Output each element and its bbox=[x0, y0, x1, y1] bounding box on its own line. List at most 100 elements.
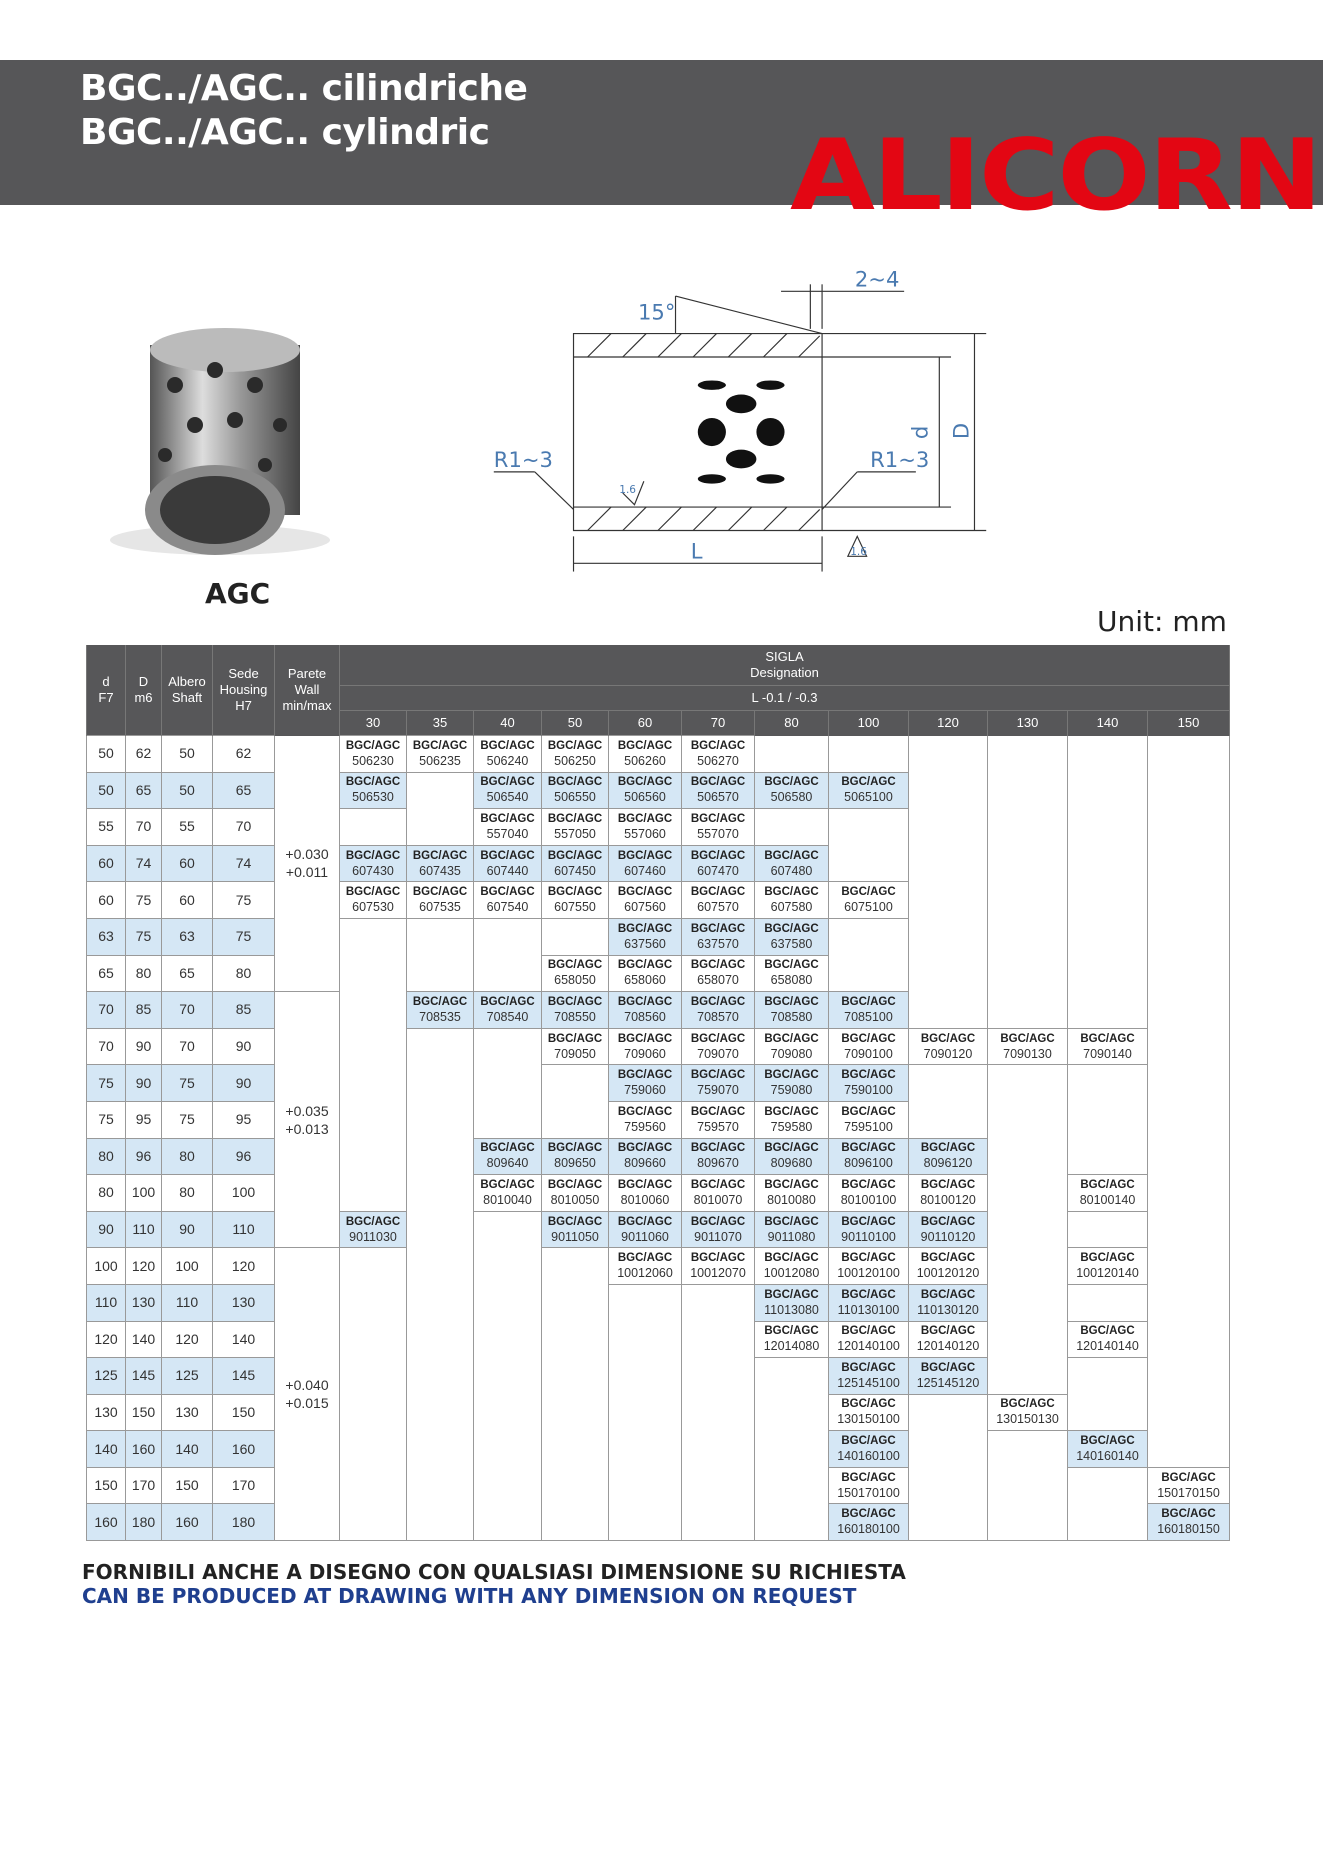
designation-prefix: BGC/AGC bbox=[690, 1142, 746, 1155]
designation-code: 557060 bbox=[624, 826, 666, 841]
unit-label: Unit: mm bbox=[1097, 605, 1227, 638]
cell-d: 70 bbox=[86, 1027, 126, 1066]
designation-prefix: BGC/AGC bbox=[617, 1215, 673, 1228]
cell-d: 120 bbox=[86, 1320, 126, 1359]
cell-d: 160 bbox=[86, 1503, 126, 1542]
cell-d: 70 bbox=[86, 991, 126, 1029]
designation-code: 130150100 bbox=[837, 1412, 900, 1427]
empty-cell bbox=[1147, 1357, 1230, 1395]
empty-cell bbox=[406, 1430, 474, 1468]
cell-D: 62 bbox=[125, 735, 162, 773]
empty-cell bbox=[987, 918, 1068, 956]
designation-prefix: BGC/AGC bbox=[412, 995, 468, 1008]
designation-code: 607450 bbox=[554, 863, 596, 878]
empty-cell bbox=[987, 1503, 1068, 1542]
cell-housing: 75 bbox=[212, 917, 275, 956]
empty-cell bbox=[1067, 881, 1148, 919]
designation-prefix: BGC/AGC bbox=[841, 1361, 896, 1374]
designation-prefix: BGC/AGC bbox=[1161, 1508, 1216, 1521]
empty-cell bbox=[473, 1503, 542, 1542]
designation-code: 506570 bbox=[697, 790, 739, 805]
header-housing-line: Housing bbox=[219, 682, 268, 697]
designation-code: 80100120 bbox=[920, 1192, 976, 1207]
cell-d: 60 bbox=[86, 881, 126, 919]
designation-prefix: BGC/AGC bbox=[617, 1032, 673, 1045]
chamfer-label: 2~4 bbox=[855, 267, 900, 292]
designation-code: 759570 bbox=[697, 1119, 739, 1134]
empty-cell bbox=[987, 1284, 1068, 1321]
header-wall-line: Wall bbox=[294, 682, 320, 698]
empty-cell bbox=[608, 1284, 682, 1321]
designation-prefix: BGC/AGC bbox=[841, 886, 896, 899]
designation-prefix: BGC/AGC bbox=[841, 1252, 896, 1265]
empty-cell bbox=[473, 1467, 542, 1504]
header-designation-line: SIGLA bbox=[765, 649, 804, 664]
designation-code: 8096100 bbox=[844, 1156, 893, 1171]
designation-code: 506270 bbox=[697, 753, 739, 768]
empty-cell bbox=[987, 991, 1068, 1029]
empty-cell bbox=[1067, 808, 1148, 846]
cell-housing: 170 bbox=[212, 1466, 275, 1505]
empty-cell bbox=[608, 1467, 682, 1504]
empty-cell bbox=[406, 955, 474, 992]
designation-prefix: BGC/AGC bbox=[690, 739, 746, 752]
cell-shaft: 63 bbox=[161, 917, 213, 956]
designation-prefix: BGC/AGC bbox=[920, 1215, 976, 1228]
cell-d: 100 bbox=[86, 1247, 126, 1285]
designation-code: 658080 bbox=[770, 973, 813, 988]
cell-housing: 95 bbox=[212, 1100, 275, 1139]
designation-code: 125145120 bbox=[916, 1375, 980, 1390]
footer-italian: FORNIBILI ANCHE A DISEGNO CON QUALSIASI … bbox=[82, 1560, 906, 1584]
cell-D: 74 bbox=[125, 844, 162, 883]
designation-code: 809680 bbox=[770, 1156, 813, 1171]
designation-code: 506235 bbox=[419, 753, 461, 768]
cell-D: 65 bbox=[125, 771, 162, 810]
designation-code: 708580 bbox=[770, 1009, 813, 1024]
cell-shaft: 150 bbox=[161, 1466, 213, 1505]
designation-prefix: BGC/AGC bbox=[480, 995, 535, 1008]
empty-cell bbox=[1147, 881, 1230, 919]
designation-prefix: BGC/AGC bbox=[764, 1178, 819, 1191]
cell-housing: 120 bbox=[212, 1247, 275, 1285]
designation-code: 658060 bbox=[624, 973, 666, 988]
designation-code: 9011030 bbox=[349, 1229, 397, 1244]
designation-prefix: BGC/AGC bbox=[547, 1178, 603, 1191]
designation-prefix: BGC/AGC bbox=[690, 1069, 746, 1082]
designation-prefix: BGC/AGC bbox=[764, 1252, 819, 1265]
designation-code: 637560 bbox=[624, 936, 666, 951]
designation-code: 607470 bbox=[697, 863, 739, 878]
cell-D: 110 bbox=[125, 1210, 162, 1249]
cell-d: 110 bbox=[86, 1283, 126, 1322]
cell-housing: 85 bbox=[212, 991, 275, 1029]
designation-code: 557050 bbox=[554, 826, 596, 841]
designation-prefix: BGC/AGC bbox=[617, 1105, 673, 1118]
empty-cell bbox=[541, 1467, 609, 1504]
cell-housing: 74 bbox=[212, 844, 275, 883]
designation-prefix: BGC/AGC bbox=[345, 1215, 401, 1228]
empty-cell bbox=[473, 1101, 542, 1139]
cell-D: 80 bbox=[125, 954, 162, 993]
empty-cell bbox=[541, 1394, 609, 1431]
